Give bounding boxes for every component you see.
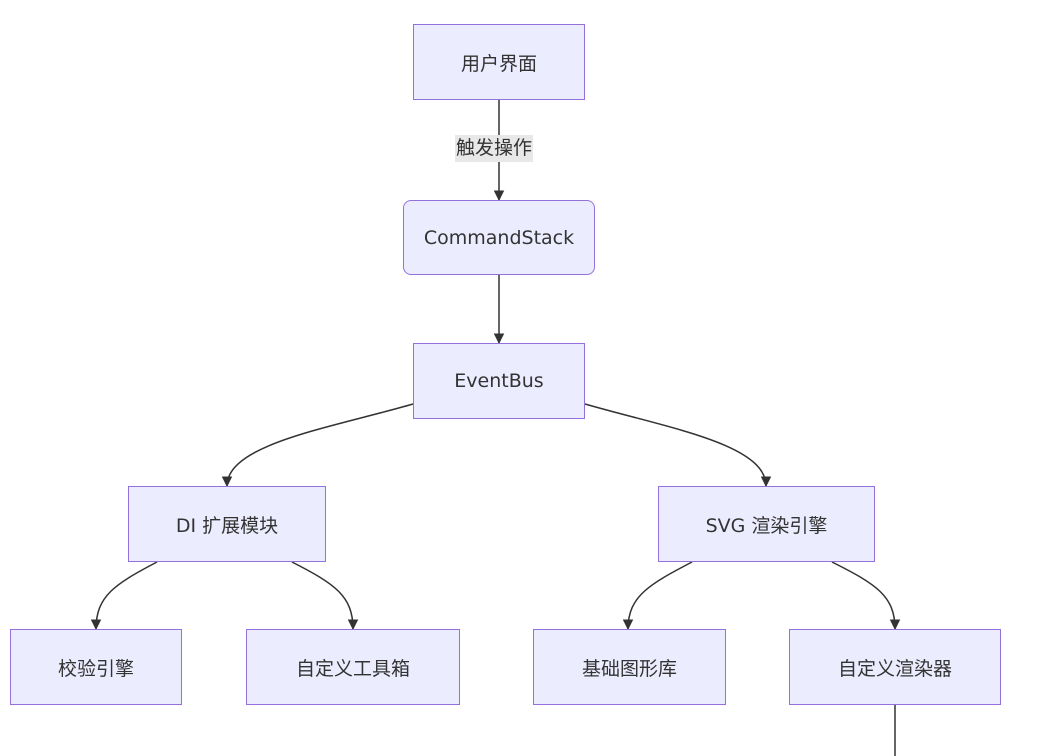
edge-di-tool — [291, 561, 359, 631]
node-validation-engine[interactable]: 校验引擎 — [10, 629, 182, 705]
edge-svg-base — [622, 561, 693, 631]
node-custom-toolbox[interactable]: 自定义工具箱 — [246, 629, 460, 705]
edge-bus-svg — [584, 403, 772, 488]
node-user-interface[interactable]: 用户界面 — [413, 24, 585, 100]
node-base-shape-lib[interactable]: 基础图形库 — [533, 629, 726, 705]
node-command-stack[interactable]: CommandStack — [403, 200, 595, 275]
edge-svg-render — [831, 561, 901, 631]
edge-bus-di — [221, 403, 414, 488]
node-event-bus[interactable]: EventBus — [413, 343, 585, 419]
edge-di-val — [90, 561, 158, 631]
node-svg-render-engine[interactable]: SVG 渲染引擎 — [658, 486, 875, 562]
edge-label-trigger: 触发操作 — [455, 135, 534, 162]
node-custom-renderer[interactable]: 自定义渲染器 — [789, 629, 1001, 705]
node-di-extension[interactable]: DI 扩展模块 — [128, 486, 326, 562]
